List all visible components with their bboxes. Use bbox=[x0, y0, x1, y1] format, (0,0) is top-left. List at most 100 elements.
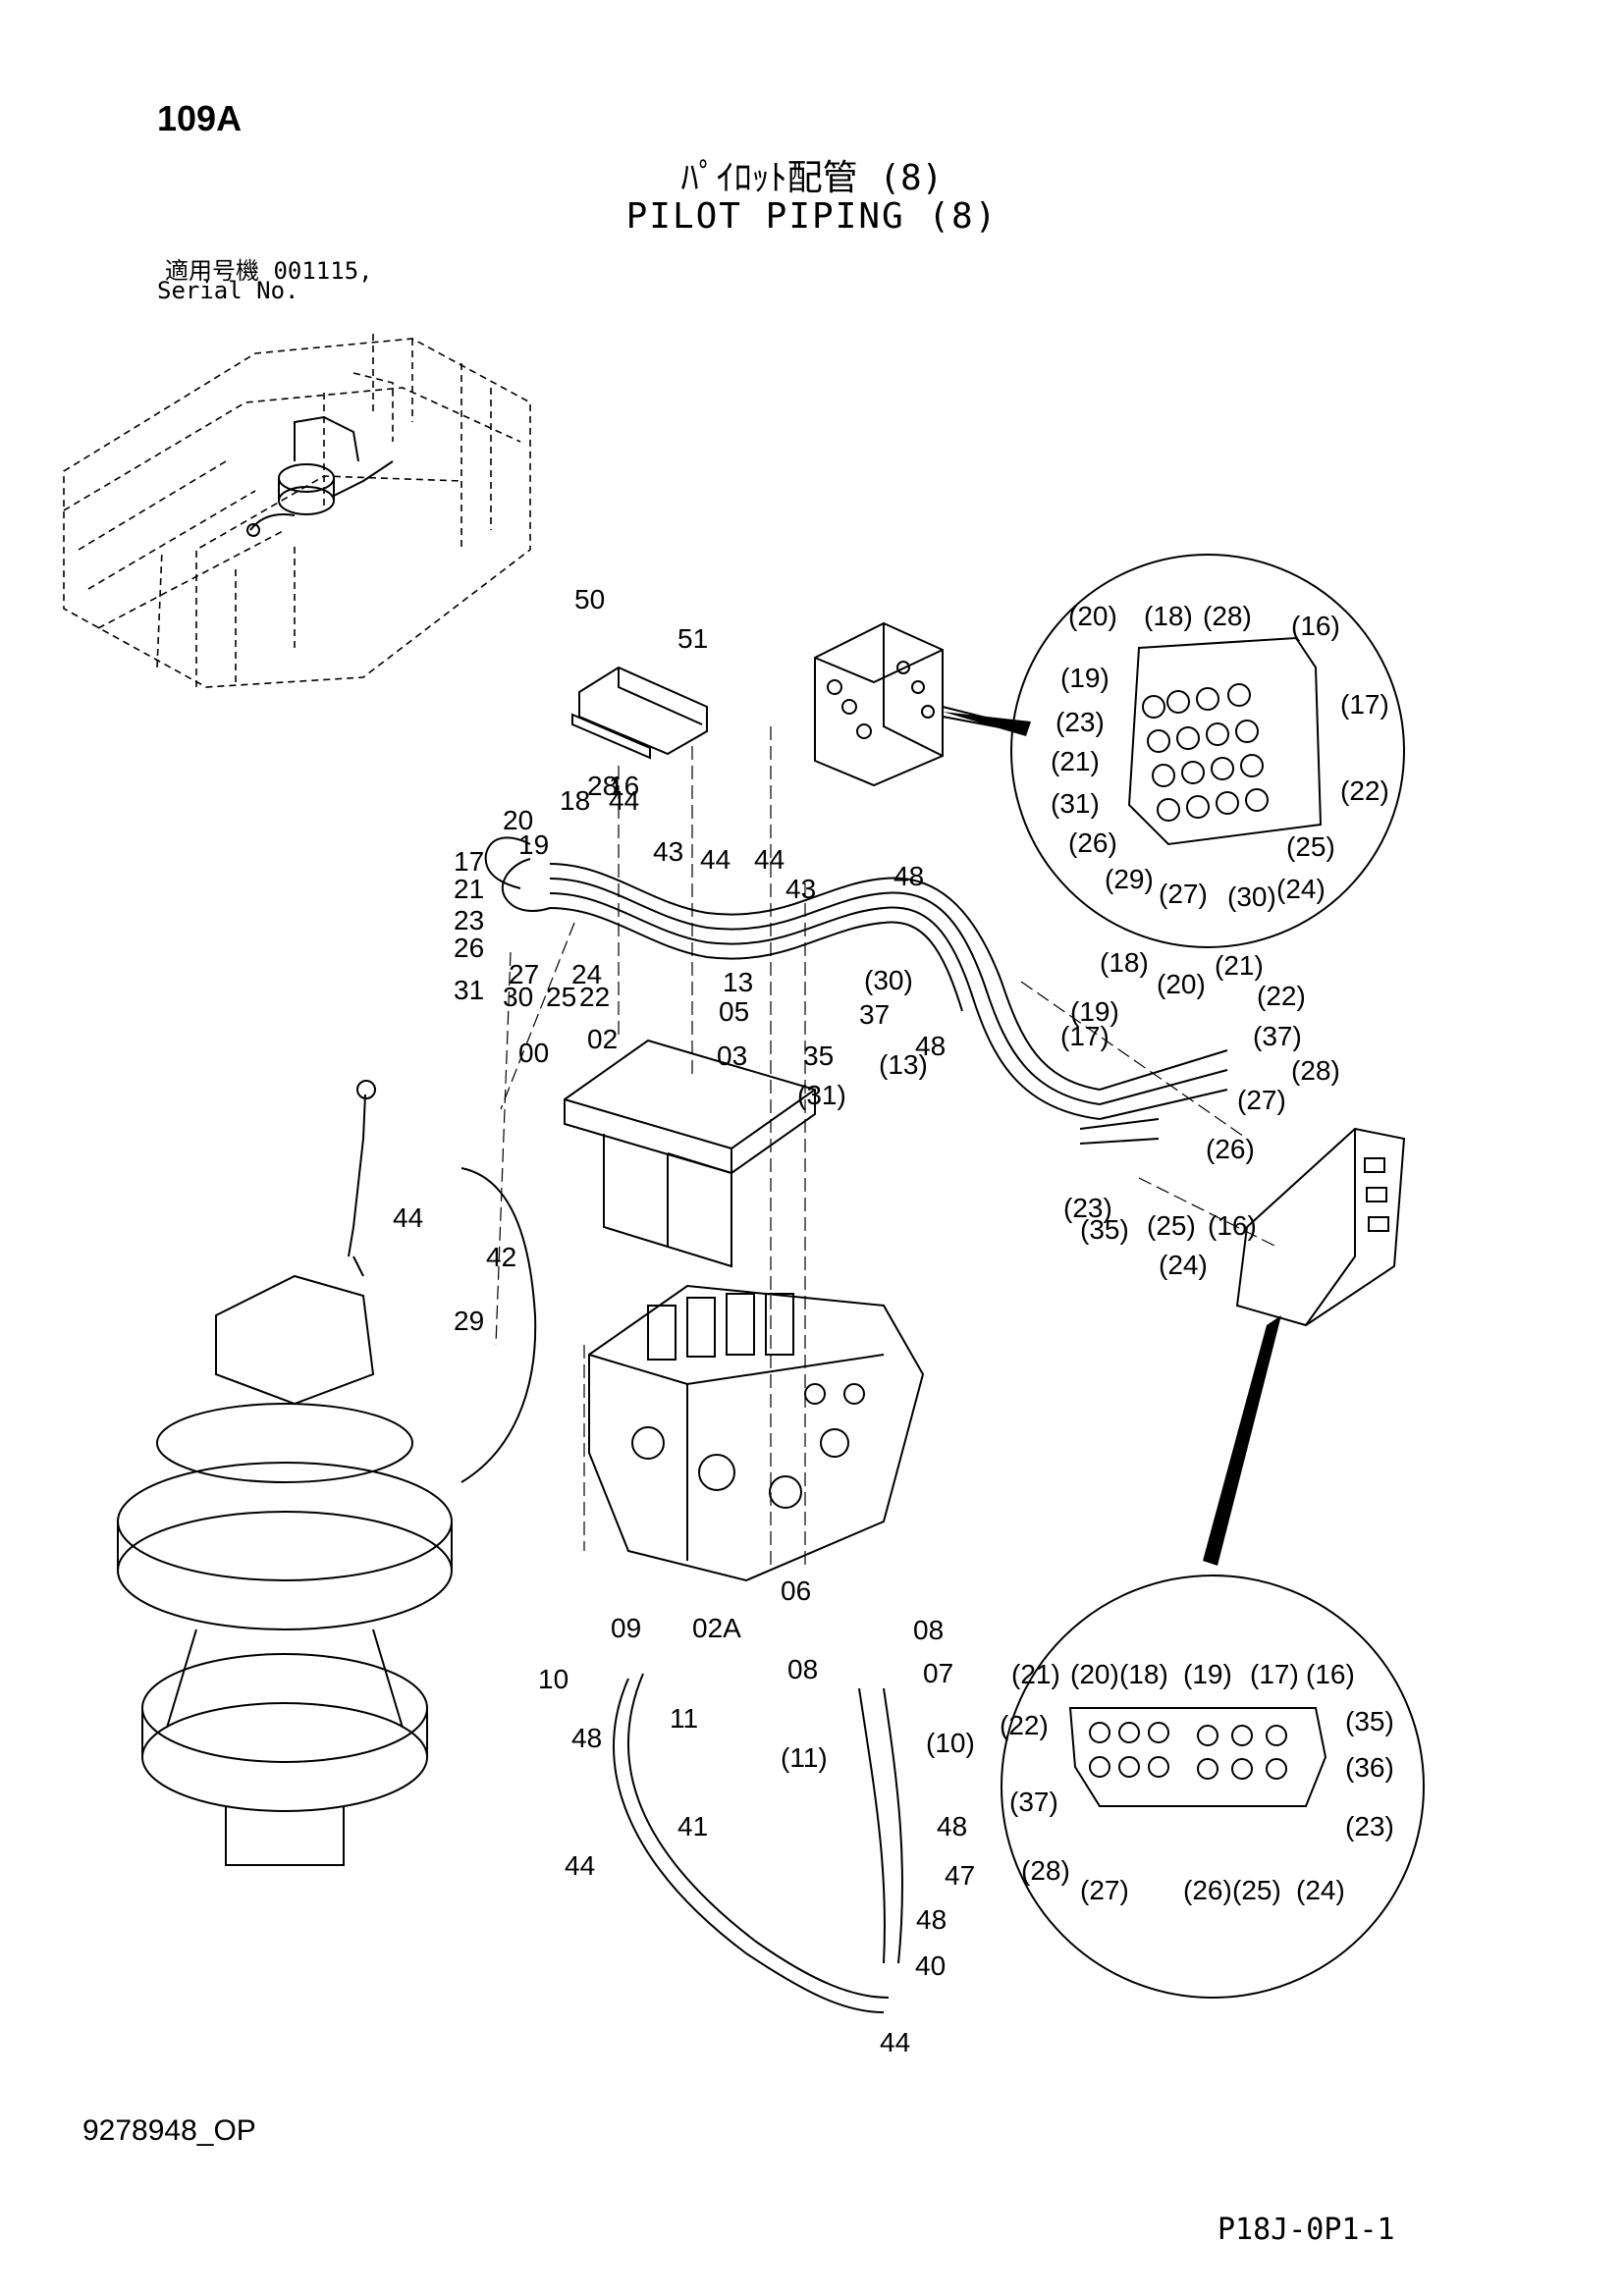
callout-label: (29) bbox=[1105, 864, 1154, 894]
callout-label: (36) bbox=[1345, 1752, 1394, 1783]
callout-label: 43 bbox=[785, 874, 816, 904]
callout-label: 47 bbox=[945, 1860, 975, 1891]
callout-label: (23) bbox=[1056, 707, 1105, 737]
callout-label: (26) bbox=[1068, 828, 1117, 858]
serial-label-japanese: 適用号機 001115, bbox=[165, 257, 373, 285]
callout-label: 35 bbox=[803, 1041, 834, 1071]
title-english: PILOT PIPING (8) bbox=[625, 196, 999, 237]
callout-label: 28 bbox=[587, 771, 618, 801]
mid-right-fittings bbox=[1079, 1049, 1228, 1145]
callout-label: 42 bbox=[486, 1242, 516, 1272]
callout-label: 08 bbox=[787, 1654, 818, 1684]
callout-label: 48 bbox=[915, 1031, 946, 1061]
callout-label: 48 bbox=[937, 1811, 967, 1842]
serial-label-english: Serial No. bbox=[157, 277, 299, 304]
hose-29 bbox=[460, 1167, 537, 1483]
callout-label: (27) bbox=[1080, 1875, 1129, 1905]
callout-label: 44 bbox=[700, 844, 731, 875]
callout-label: 26 bbox=[454, 933, 484, 963]
callout-label: (21) bbox=[1011, 1659, 1060, 1689]
callout-label: 02A bbox=[692, 1613, 741, 1643]
callout-label: (13) bbox=[879, 1049, 928, 1080]
callout-label: 17 bbox=[454, 846, 484, 877]
callout-label: (19) bbox=[1070, 996, 1119, 1027]
callout-label: (25) bbox=[1232, 1875, 1281, 1905]
callout-label: (24) bbox=[1159, 1250, 1208, 1280]
cover-bracket bbox=[571, 666, 708, 760]
callout-label: (26) bbox=[1183, 1875, 1232, 1905]
lower-hose-1 bbox=[613, 1678, 885, 2013]
callout-label: (16) bbox=[1291, 611, 1340, 641]
callout-label: 06 bbox=[781, 1575, 811, 1606]
callout-label: (28) bbox=[1291, 1055, 1340, 1086]
callout-label: 25 bbox=[546, 982, 576, 1012]
callout-label: 44 bbox=[609, 785, 639, 816]
machine-overview-thumbnail bbox=[63, 334, 531, 688]
callout-label: (20) bbox=[1157, 969, 1206, 999]
callout-label: 22 bbox=[579, 982, 610, 1012]
callout-label: 00 bbox=[518, 1038, 549, 1068]
callout-label: (37) bbox=[1253, 1021, 1302, 1051]
callout-label: (21) bbox=[1051, 746, 1100, 776]
callout-label: 21 bbox=[454, 874, 484, 904]
callout-label: 48 bbox=[916, 1904, 947, 1935]
callout-label: 07 bbox=[923, 1658, 953, 1688]
callout-label: (18) bbox=[1100, 947, 1149, 978]
callout-label: (18) bbox=[1119, 1659, 1168, 1689]
callout-label: 08 bbox=[913, 1615, 944, 1645]
callout-label: 44 bbox=[393, 1202, 423, 1233]
top-detail-circle bbox=[1010, 554, 1405, 948]
control-valve bbox=[588, 1284, 925, 1582]
main-hose-bundle bbox=[484, 836, 1101, 1120]
callout-label: (25) bbox=[1286, 831, 1335, 862]
bottom-detail-circle bbox=[1001, 1575, 1425, 1999]
callout-label: (20) bbox=[1070, 1659, 1119, 1689]
callout-label: (25) bbox=[1147, 1210, 1196, 1241]
callout-label: 31 bbox=[454, 975, 484, 1005]
callout-label: (17) bbox=[1340, 689, 1389, 720]
callout-label: (11) bbox=[781, 1742, 828, 1773]
callout-label: (16) bbox=[1208, 1210, 1257, 1241]
mounting-plate bbox=[564, 1039, 816, 1268]
swing-motor bbox=[117, 1080, 453, 1866]
callout-label: 44 bbox=[754, 844, 785, 875]
callout-label: (26) bbox=[1206, 1134, 1255, 1164]
callout-label: 51 bbox=[677, 623, 708, 654]
callout-label: (19) bbox=[1060, 663, 1110, 693]
callout-label: (17) bbox=[1060, 1021, 1110, 1051]
callout-label: 27 bbox=[509, 959, 539, 989]
callout-label: (22) bbox=[1257, 981, 1306, 1011]
callout-label: (21) bbox=[1215, 950, 1264, 981]
callout-label: 43 bbox=[653, 836, 683, 867]
page-number: 109A bbox=[157, 98, 243, 138]
callout-label: (31) bbox=[797, 1080, 846, 1110]
callout-label: 24 bbox=[571, 959, 602, 989]
callouts-top-detail: (20) (18) (28) (16) (19) (17) (23) (21) (22) (31)… bbox=[1051, 601, 1389, 912]
callout-label: 03 bbox=[717, 1041, 747, 1071]
callout-label: 44 bbox=[880, 2027, 910, 2057]
callout-label: 19 bbox=[518, 829, 549, 860]
title-japanese: ﾊﾟｲﾛｯﾄ配管 (8) bbox=[680, 158, 944, 198]
callout-label: 10 bbox=[538, 1664, 568, 1694]
callout-label: (37) bbox=[1009, 1787, 1058, 1817]
callout-label: (27) bbox=[1237, 1085, 1286, 1115]
callout-label: (17) bbox=[1250, 1659, 1299, 1689]
callout-label: (30) bbox=[1227, 881, 1276, 912]
callout-label: (22) bbox=[1340, 775, 1389, 806]
callout-label: 48 bbox=[571, 1723, 602, 1753]
callout-label: (30) bbox=[864, 965, 913, 995]
callout-label: (10) bbox=[926, 1728, 975, 1758]
right-mounting-bracket bbox=[1235, 1127, 1406, 1327]
callout-label: (20) bbox=[1068, 601, 1117, 631]
callouts-bottom-detail: (21)(20)(18)(19)(17)(16)(22)(35)(36)(37)… bbox=[1000, 1659, 1394, 1905]
callout-label: (18) bbox=[1144, 601, 1193, 631]
upper-valve-block bbox=[814, 621, 944, 787]
callout-label: 44 bbox=[565, 1850, 595, 1881]
callout-label: 05 bbox=[719, 996, 749, 1027]
callout-label: (16) bbox=[1306, 1659, 1355, 1689]
callout-label: (31) bbox=[1051, 788, 1100, 819]
callout-label: 20 bbox=[503, 805, 533, 835]
callout-label: (28) bbox=[1203, 601, 1252, 631]
